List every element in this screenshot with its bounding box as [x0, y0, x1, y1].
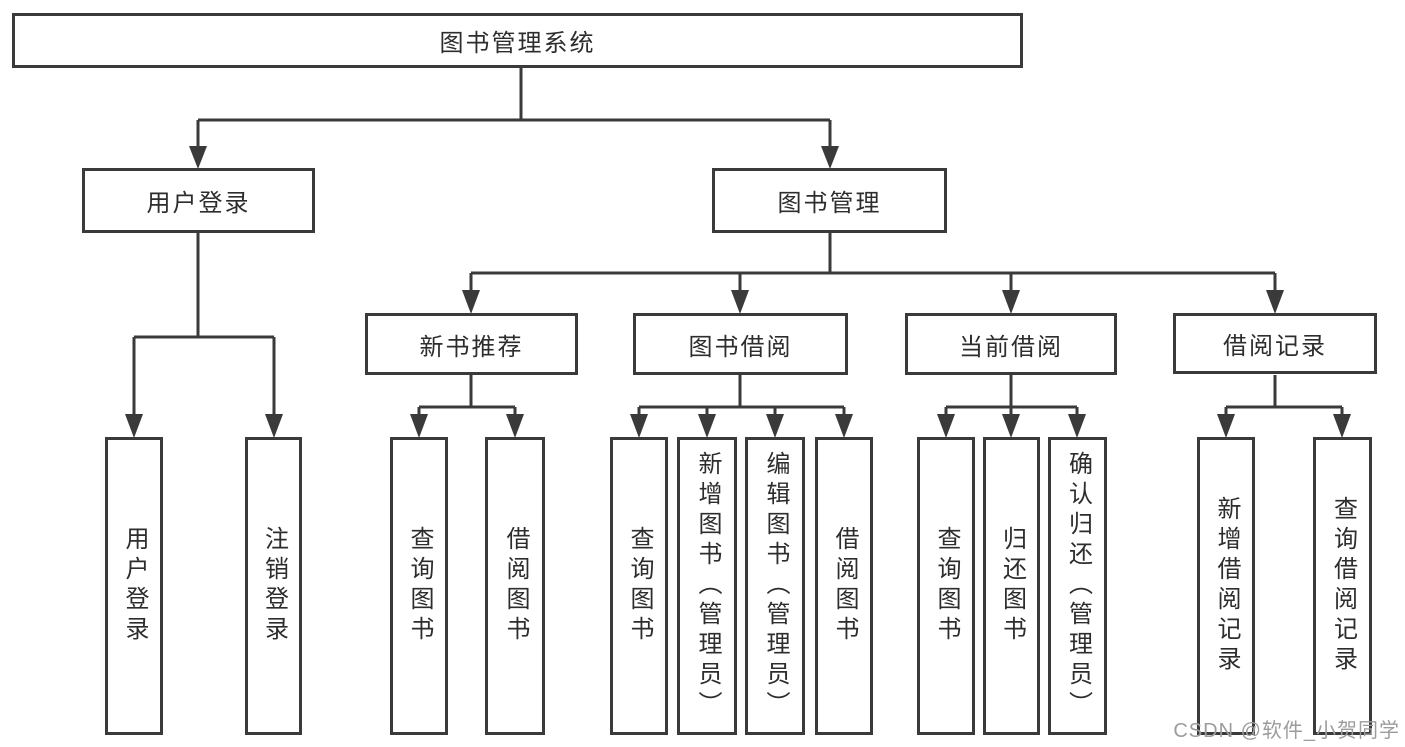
- arrowhead-down-icon: [462, 290, 480, 314]
- connector-login-to-leaves: [125, 233, 283, 438]
- arrowhead-down-icon: [1217, 414, 1235, 438]
- node-book-management-system: 图书管理系统: [12, 13, 1023, 68]
- arrowhead-down-icon: [125, 414, 143, 438]
- node-leaf-borrowing-borrow-books: 借阅图书: [815, 437, 873, 735]
- node-current-borrowing: 当前借阅: [905, 313, 1117, 375]
- node-new-book-recommend: 新书推荐: [365, 313, 578, 375]
- connector-borrow-to-leaves: [630, 375, 853, 438]
- arrowhead-down-icon: [698, 414, 716, 438]
- node-user-login-branch: 用户登录: [82, 168, 315, 233]
- arrowhead-down-icon: [630, 414, 648, 438]
- node-leaf-recommend-query-books: 查询图书: [390, 437, 448, 735]
- connector-recommend-to-leaves: [410, 375, 524, 438]
- connector-records-to-leaves: [1217, 375, 1351, 438]
- node-leaf-borrowing-query-books: 查询图书: [610, 437, 668, 735]
- node-leaf-records-add-record: 新增借阅记录: [1197, 437, 1255, 735]
- connector-root-to-branches: [189, 68, 839, 169]
- arrowhead-down-icon: [766, 414, 784, 438]
- node-book-management-branch: 图书管理: [712, 168, 947, 233]
- node-leaf-logout: 注销登录: [245, 437, 302, 735]
- arrowhead-down-icon: [1002, 290, 1020, 314]
- arrowhead-down-icon: [1266, 290, 1284, 314]
- node-leaf-user-login: 用户登录: [105, 437, 163, 735]
- node-borrowing-records: 借阅记录: [1173, 313, 1377, 374]
- watermark: CSDN @软件_小贺同学: [1173, 720, 1400, 742]
- node-leaf-borrowing-add-books-admin: 新增图书（管理员）: [677, 437, 737, 735]
- node-leaf-records-query-record: 查询借阅记录: [1313, 437, 1372, 735]
- arrowhead-down-icon: [189, 146, 207, 169]
- node-book-borrowing: 图书借阅: [633, 313, 848, 375]
- node-leaf-borrowing-edit-books-admin: 编辑图书（管理员）: [745, 437, 805, 735]
- node-leaf-current-query-books: 查询图书: [917, 437, 975, 735]
- arrowhead-down-icon: [835, 414, 853, 438]
- arrowhead-down-icon: [1068, 414, 1086, 438]
- connector-current-to-leaves: [937, 375, 1086, 438]
- arrowhead-down-icon: [1002, 414, 1020, 438]
- arrowhead-down-icon: [506, 414, 524, 438]
- arrowhead-down-icon: [265, 414, 283, 438]
- arrowhead-down-icon: [937, 414, 955, 438]
- connector-mgmt-to-modules: [462, 233, 1284, 314]
- node-leaf-current-return-books: 归还图书: [983, 437, 1040, 735]
- node-leaf-recommend-borrow-books: 借阅图书: [485, 437, 545, 735]
- node-leaf-current-confirm-return-admin: 确认归还（管理员）: [1048, 437, 1107, 735]
- arrowhead-down-icon: [1333, 414, 1351, 438]
- arrowhead-down-icon: [821, 146, 839, 169]
- arrowhead-down-icon: [410, 414, 428, 438]
- arrowhead-down-icon: [731, 290, 749, 314]
